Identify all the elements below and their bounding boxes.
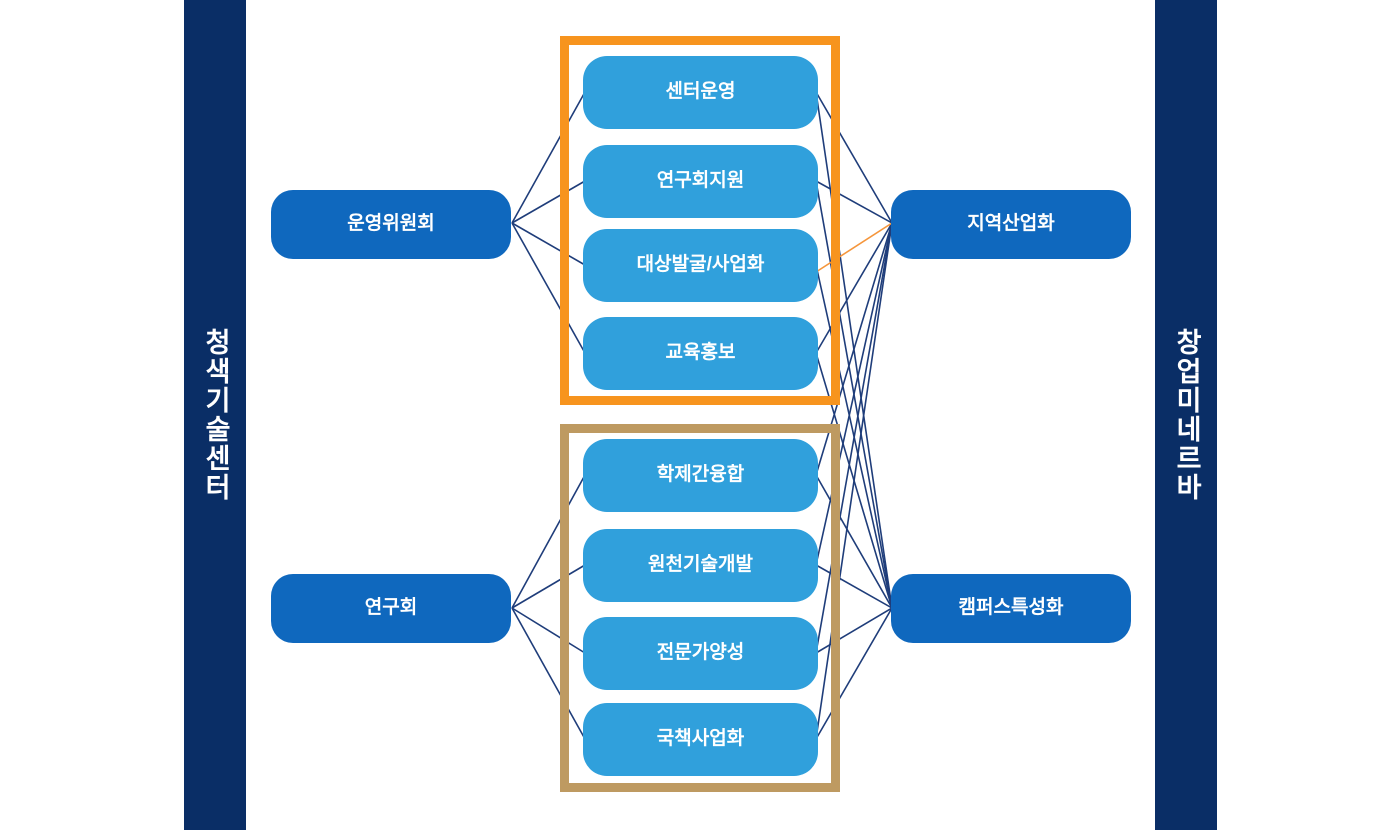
center-operations-group-frame <box>560 36 840 405</box>
node-core-technology-development[interactable]: 원천기술개발 <box>583 529 818 602</box>
node-education-promotion-label: 교육홍보 <box>665 342 736 364</box>
node-research-society-support-label: 연구회지원 <box>656 170 745 192</box>
node-center-operation[interactable]: 센터운영 <box>583 56 818 129</box>
node-operating-committee-label: 운영위원회 <box>347 213 435 235</box>
left-side-bar: 청색기술센터 <box>184 0 246 830</box>
node-regional-industrialization[interactable]: 지역산업화 <box>891 190 1131 259</box>
node-national-project-commercialization[interactable]: 국책사업화 <box>583 703 818 776</box>
node-campus-specialization-label: 캠퍼스특성화 <box>958 597 1064 619</box>
node-regional-industrialization-label: 지역산업화 <box>967 213 1055 235</box>
node-interdisciplinary-convergence[interactable]: 학제간융합 <box>583 439 818 512</box>
right-side-bar: 창업미네르바 <box>1155 0 1217 830</box>
node-expert-training-label: 전문가양성 <box>656 642 745 664</box>
node-target-discovery-commercialization[interactable]: 대상발굴/사업화 <box>583 229 818 302</box>
node-expert-training[interactable]: 전문가양성 <box>583 617 818 690</box>
node-target-discovery-commercialization-label: 대상발굴/사업화 <box>636 254 765 276</box>
research-group-frame <box>560 424 840 792</box>
right-side-bar-label: 창업미네르바 <box>1171 328 1202 502</box>
node-campus-specialization[interactable]: 캠퍼스특성화 <box>891 574 1131 643</box>
left-side-bar-label: 청색기술센터 <box>200 328 231 502</box>
node-core-technology-development-label: 원천기술개발 <box>648 554 753 576</box>
node-research-society[interactable]: 연구회 <box>271 574 511 643</box>
node-center-operation-label: 센터운영 <box>665 81 736 103</box>
node-national-project-commercialization-label: 국책사업화 <box>656 728 745 750</box>
node-research-society-label: 연구회 <box>364 597 418 619</box>
node-education-promotion[interactable]: 교육홍보 <box>583 317 818 390</box>
node-interdisciplinary-convergence-label: 학제간융합 <box>656 464 745 486</box>
node-research-society-support[interactable]: 연구회지원 <box>583 145 818 218</box>
node-operating-committee[interactable]: 운영위원회 <box>271 190 511 259</box>
